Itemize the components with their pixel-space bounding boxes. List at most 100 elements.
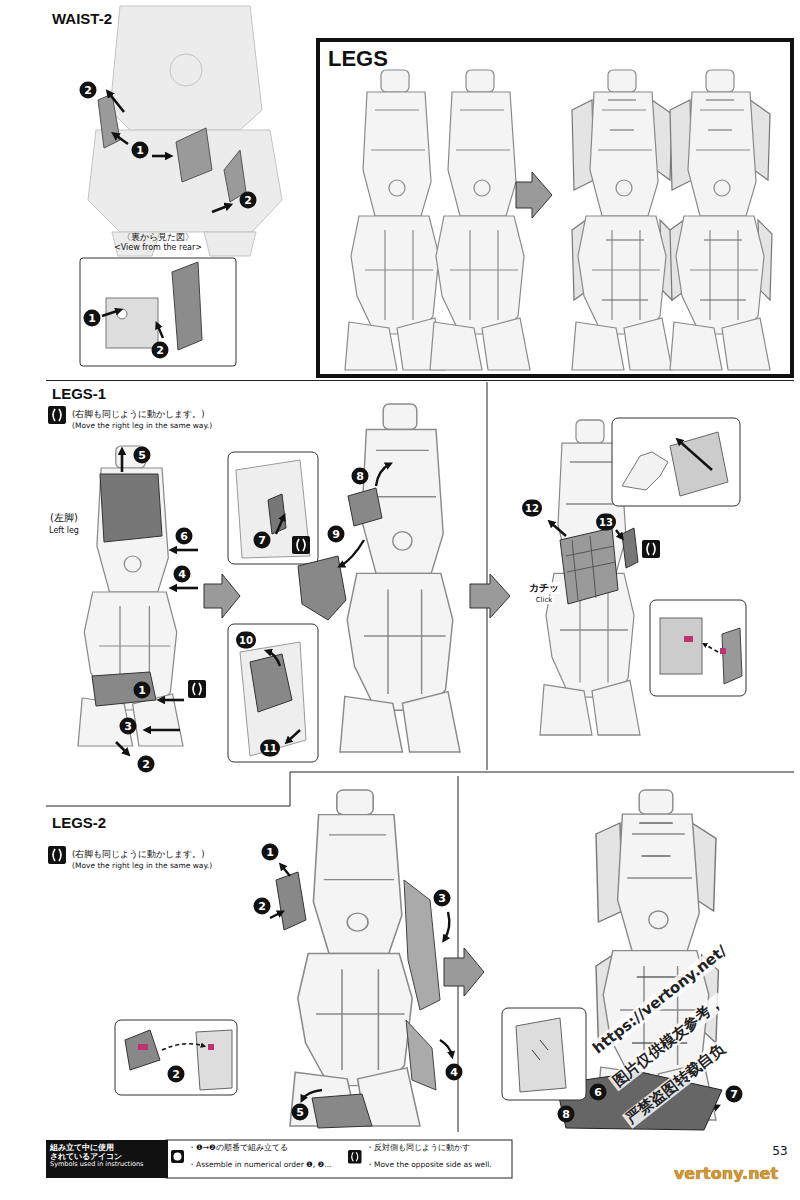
move-arrow [102,310,163,338]
legend-frame [166,1140,512,1178]
legend-entry: ・❶→❷の順番で組み立てる [188,1144,288,1153]
callout-number: 2 [152,342,169,359]
waist-figure [110,6,262,130]
instruction-art [642,540,660,558]
watermark: 图片仅供模友参考， [608,992,728,1091]
step-title: LEGS-1 [52,385,106,403]
move-arrow [157,324,163,338]
leg-overview [430,70,530,370]
leg-overview [670,70,772,370]
side-label: Left leg [48,526,80,535]
detail-inset [236,460,310,558]
callout-number: 4 [446,1064,463,1081]
move-arrow [276,516,284,534]
callout-number: 2 [240,192,257,209]
callout-number: 9 [328,526,345,543]
callout-number: 5 [292,1104,309,1121]
move-arrow [146,729,180,732]
callout-number: 7 [726,1086,743,1103]
callout-number: 8 [352,468,369,485]
callout-number: 2 [138,756,155,773]
leg-overview [345,70,445,370]
callout-number: 13 [596,514,616,531]
callout-number: 3 [434,890,451,907]
move-arrow [102,310,120,316]
inset-frame [80,258,236,366]
detail-inset [722,628,742,684]
detail-inset [612,418,740,506]
leg-step-figure [276,872,306,930]
rear-view-parts [106,262,202,350]
overview-panel: LEGS [316,38,794,378]
detail-inset [660,618,702,674]
instruction-note: (Move the right leg in the same way.) [72,422,212,431]
move-arrow [162,1044,204,1050]
step-title: LEGS [328,46,388,72]
move-arrow [678,440,712,470]
detail-inset [250,654,292,712]
legend-text: ・Assemble in numerical order ❶, ❷... [188,1160,331,1169]
detail-inset [650,600,746,696]
legend-entry: ・Assemble in numerical order ❶, ❷... [188,1161,331,1170]
callout-number: 7 [254,532,271,549]
move-arrow [704,644,718,652]
leg-overview [516,172,552,218]
callout-number: 2 [254,898,271,915]
waist-figure [170,54,202,86]
detail-inset [196,1030,232,1090]
side-label: (左脚) [49,512,79,524]
move-arrow [160,699,184,702]
detail-inset [240,642,306,756]
instruction-art [188,680,206,698]
instruction-art [292,536,310,554]
leg-step-figure [290,790,420,1126]
legend-title: 組み立て中に使用 されているアイコン [50,1143,164,1161]
move-arrow [172,549,198,552]
instruction-art [48,406,66,424]
callout-number: 1 [132,142,149,159]
move-arrow [116,450,198,754]
leg-step-figure [298,404,460,752]
move-arrow [116,742,128,754]
inset-heading: 〈裏から見た図〉 [122,232,194,243]
move-arrow [616,530,622,538]
order-icon [171,1150,184,1163]
move-arrow [267,651,280,666]
detail-inset [138,1044,148,1050]
move-arrow [444,912,449,940]
move-arrow [302,1090,322,1100]
leg-step-figure [276,790,440,1128]
detail-inset [516,1018,566,1092]
rear-view-inset: 〈裏から見た図〉<View from the rear> [78,230,238,370]
watermark: 严禁盗图转载自负 [622,1039,730,1129]
callout-number: 2 [80,82,97,99]
inset-heading: <View from the rear> [114,243,202,253]
leg-step-figure [348,488,382,526]
move-arrow [340,540,364,566]
armor-part [224,150,246,202]
legend-text: ・Move the opposite side as well. [366,1160,492,1169]
callout-number: 6 [590,1084,607,1101]
move-arrow [172,587,198,590]
move-arrow [376,464,390,486]
move-arrow [121,450,124,472]
legend-entry: ・Move the opposite side as well. [366,1161,492,1170]
leg-step-figure [596,790,718,1120]
callout-number: 10 [236,632,256,649]
instruction-art [348,1150,362,1164]
move-arrow [270,912,282,918]
move-arrow [281,865,290,876]
legend-text: ・反対側も同じように動かす [366,1143,470,1152]
step-title: LEGS-2 [52,814,106,832]
step-title: WAIST-2 [52,10,112,28]
legend-title-box: 組み立て中に使用 されているアイコンSymbols used in instru… [46,1140,168,1178]
detail-inset [622,452,668,490]
detail-inset [268,494,286,534]
move-arrow [550,440,718,652]
order-icon [171,1150,184,1163]
rear-view-parts [172,262,202,350]
leg-step-figure [78,446,183,746]
callout-number: 1 [84,310,101,327]
leg-step-figure [100,474,162,542]
